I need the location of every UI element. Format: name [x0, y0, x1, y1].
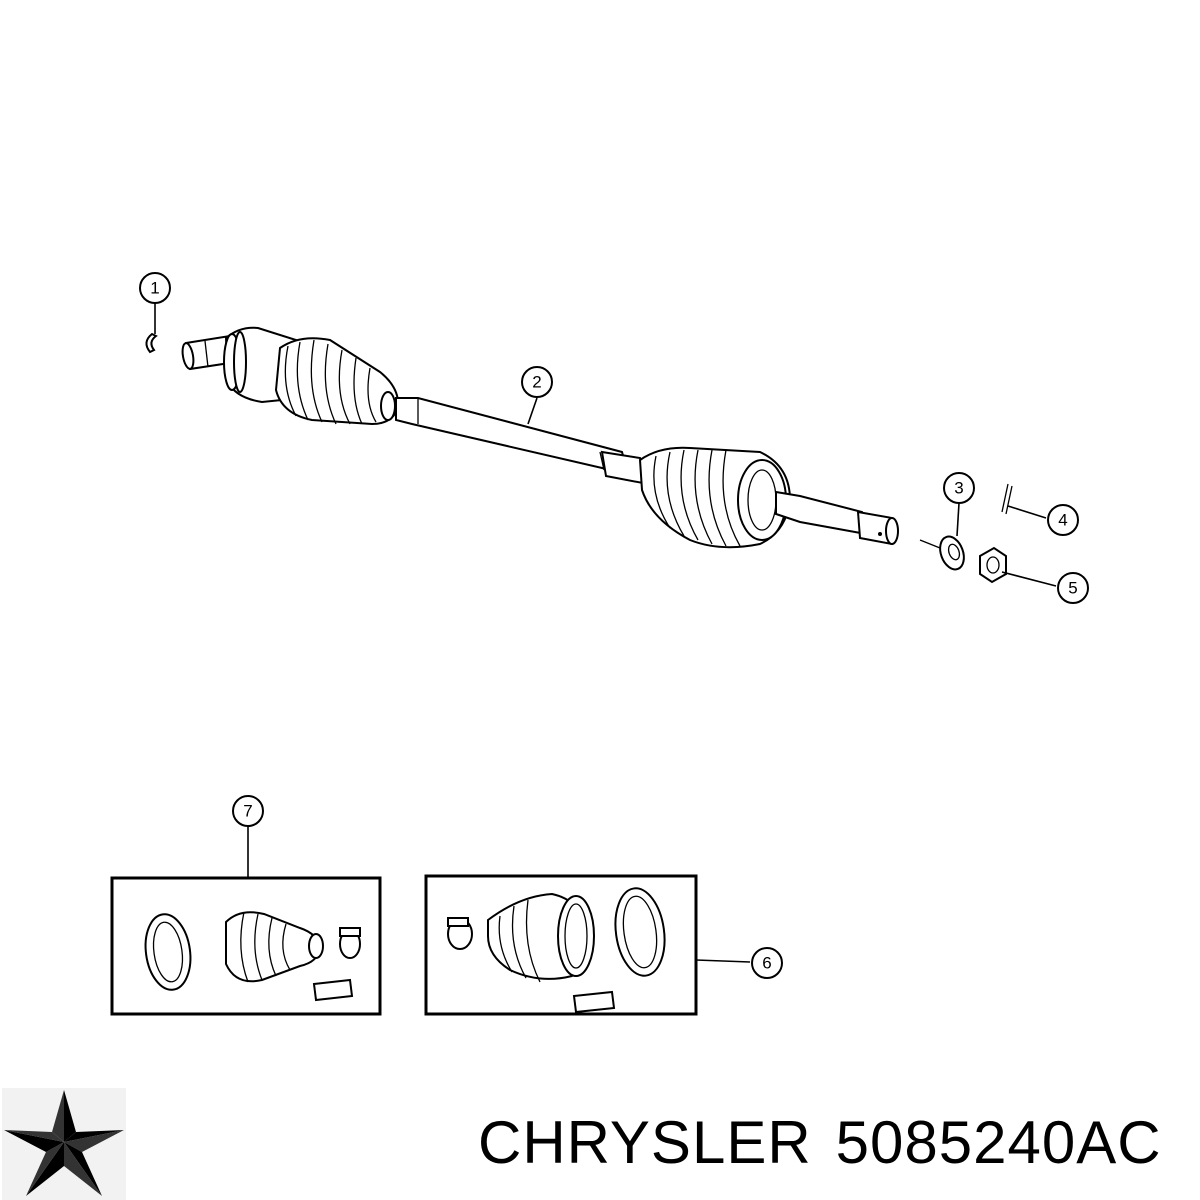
svg-text:1: 1: [150, 279, 159, 298]
inner-joint-housing: [223, 326, 304, 404]
half-shaft-bar: [395, 397, 650, 486]
callout-5: 5: [1057, 572, 1089, 604]
washer-part: [919, 535, 965, 571]
cotter-pin-part: [1001, 483, 1013, 515]
svg-text:5: 5: [1068, 579, 1077, 598]
inner-boot-kit-box: [110, 876, 382, 1016]
svg-text:2: 2: [532, 373, 541, 392]
part-caption: CHRYSLER 5085240AC: [478, 1108, 1162, 1177]
callout-2: 2: [521, 366, 553, 398]
outer-boot: [638, 446, 792, 549]
callout-4: 4: [1047, 504, 1079, 536]
pentastar-logo-icon: [2, 1088, 126, 1200]
outer-stub-shaft: [775, 490, 899, 546]
inner-boot: [274, 337, 400, 426]
callout-3: 3: [943, 472, 975, 504]
outer-boot-kit-box: [424, 874, 698, 1016]
brand-name: CHRYSLER: [478, 1109, 812, 1176]
callout-7: 7: [232, 795, 264, 827]
leader-lines: [154, 302, 1057, 963]
svg-text:4: 4: [1058, 511, 1067, 530]
svg-text:7: 7: [243, 802, 252, 821]
axle-shaft-assembly: [181, 326, 899, 549]
hub-nut-part: [979, 546, 1007, 584]
circlip-part: [145, 332, 158, 354]
svg-text:6: 6: [762, 954, 771, 973]
callout-6: 6: [751, 947, 783, 979]
part-number: 5085240AC: [835, 1109, 1162, 1176]
callout-1: 1: [139, 272, 171, 304]
inner-stub-shaft: [181, 334, 238, 371]
svg-text:3: 3: [954, 479, 963, 498]
